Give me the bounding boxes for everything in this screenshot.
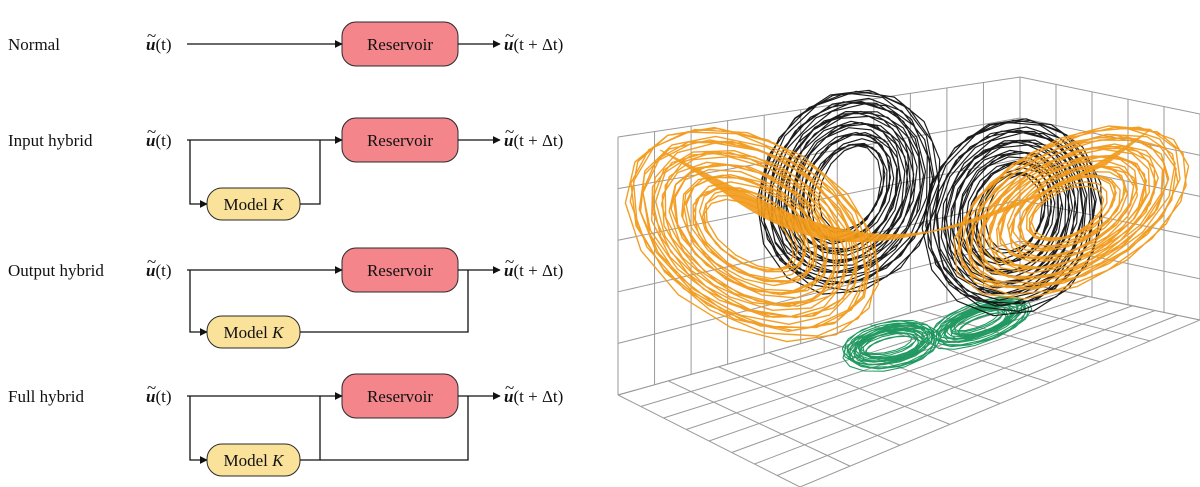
model-word: Model bbox=[224, 451, 273, 470]
reservoir-block: Reservoir bbox=[341, 21, 459, 67]
input-signal-argument: (t) bbox=[155, 261, 171, 280]
grid-floor-line bbox=[754, 310, 1156, 465]
input-signal-symbol: u bbox=[146, 35, 155, 54]
output-signal-tilde: ~ bbox=[505, 122, 514, 141]
input-signal-argument: (t) bbox=[155, 35, 171, 54]
grid-floor-line bbox=[617, 281, 1021, 396]
model-k-symbol: K bbox=[271, 195, 285, 214]
output-signal: u(t + Δt) bbox=[504, 131, 563, 150]
input-signal-argument: (t) bbox=[155, 387, 171, 406]
attractor-3d-plot bbox=[617, 76, 1200, 487]
output-signal-tilde: ~ bbox=[505, 252, 514, 271]
input-signal: u(t) bbox=[146, 387, 172, 406]
attractor-trajectories bbox=[624, 89, 1190, 372]
input-signal-tilde: ~ bbox=[147, 378, 156, 397]
grid-wall-right-horizontal bbox=[1019, 76, 1200, 115]
reservoir-block: Reservoir bbox=[341, 373, 459, 419]
output-signal: u(t + Δt) bbox=[504, 387, 563, 406]
output-signal-tilde: ~ bbox=[505, 26, 514, 45]
output-signal-symbol: u bbox=[504, 35, 513, 54]
output-signal: u(t + Δt) bbox=[504, 35, 563, 54]
model-box bbox=[206, 443, 301, 477]
reservoir-label: Reservoir bbox=[367, 261, 433, 280]
reservoir-block: Reservoir bbox=[341, 247, 459, 293]
model-label: Model K bbox=[224, 451, 286, 470]
input-signal: u(t) bbox=[146, 261, 172, 280]
input-signal: u(t) bbox=[146, 35, 172, 54]
grid-floor-line bbox=[708, 300, 1111, 442]
model-k-block: Model K bbox=[206, 315, 301, 349]
output-signal-symbol: u bbox=[504, 261, 513, 280]
input-signal: u(t) bbox=[146, 131, 172, 150]
scheme-label: Output hybrid bbox=[8, 261, 104, 280]
grid-floor-line bbox=[799, 319, 1200, 487]
orange-trajectory-left-lobe bbox=[624, 126, 880, 343]
reservoir-label: Reservoir bbox=[367, 131, 433, 150]
signal-wires bbox=[187, 392, 501, 464]
model-k-symbol: K bbox=[271, 323, 285, 342]
orange-trajectory-crossing bbox=[659, 129, 1151, 243]
input-signal-symbol: u bbox=[146, 261, 155, 280]
output-signal-argument: (t + Δt) bbox=[513, 261, 563, 280]
model-word: Model bbox=[224, 323, 273, 342]
model-word: Model bbox=[224, 195, 273, 214]
orange-trajectory-right-lobe bbox=[953, 125, 1190, 300]
grid-wall-left-horizontal bbox=[617, 76, 1021, 138]
input-signal-symbol: u bbox=[146, 387, 155, 406]
scheme-label: Input hybrid bbox=[8, 131, 93, 150]
model-k-symbol: K bbox=[271, 451, 285, 470]
signal-wires bbox=[187, 136, 501, 208]
black-trajectory-left-lobe bbox=[756, 89, 941, 295]
input-signal-tilde: ~ bbox=[147, 252, 156, 271]
grid-floor-line bbox=[731, 305, 1133, 453]
output-signal-tilde: ~ bbox=[505, 378, 514, 397]
output-signal: u(t + Δt) bbox=[504, 261, 563, 280]
model-k-block: Model K bbox=[206, 187, 301, 221]
reservoir-label: Reservoir bbox=[367, 35, 433, 54]
input-signal-argument: (t) bbox=[155, 131, 171, 150]
input-signal-tilde: ~ bbox=[147, 26, 156, 45]
output-signal-symbol: u bbox=[504, 131, 513, 150]
signal-wires bbox=[187, 266, 501, 336]
input-signal-tilde: ~ bbox=[147, 122, 156, 141]
output-signal-argument: (t + Δt) bbox=[513, 35, 563, 54]
output-signal-argument: (t + Δt) bbox=[513, 131, 563, 150]
output-signal-argument: (t + Δt) bbox=[513, 387, 563, 406]
output-signal-symbol: u bbox=[504, 387, 513, 406]
reservoir-block: Reservoir bbox=[341, 117, 459, 163]
input-signal-symbol: u bbox=[146, 131, 155, 150]
green-trajectory-left-lobe bbox=[841, 319, 941, 372]
model-label: Model K bbox=[224, 195, 286, 214]
reservoir-label: Reservoir bbox=[367, 387, 433, 406]
scheme-label: Normal bbox=[8, 35, 60, 54]
model-box bbox=[206, 315, 301, 349]
grid-floor-line bbox=[777, 314, 1178, 476]
model-label: Model K bbox=[224, 323, 286, 342]
model-box bbox=[206, 187, 301, 221]
model-k-block: Model K bbox=[206, 443, 301, 477]
scheme-label: Full hybrid bbox=[8, 387, 85, 406]
